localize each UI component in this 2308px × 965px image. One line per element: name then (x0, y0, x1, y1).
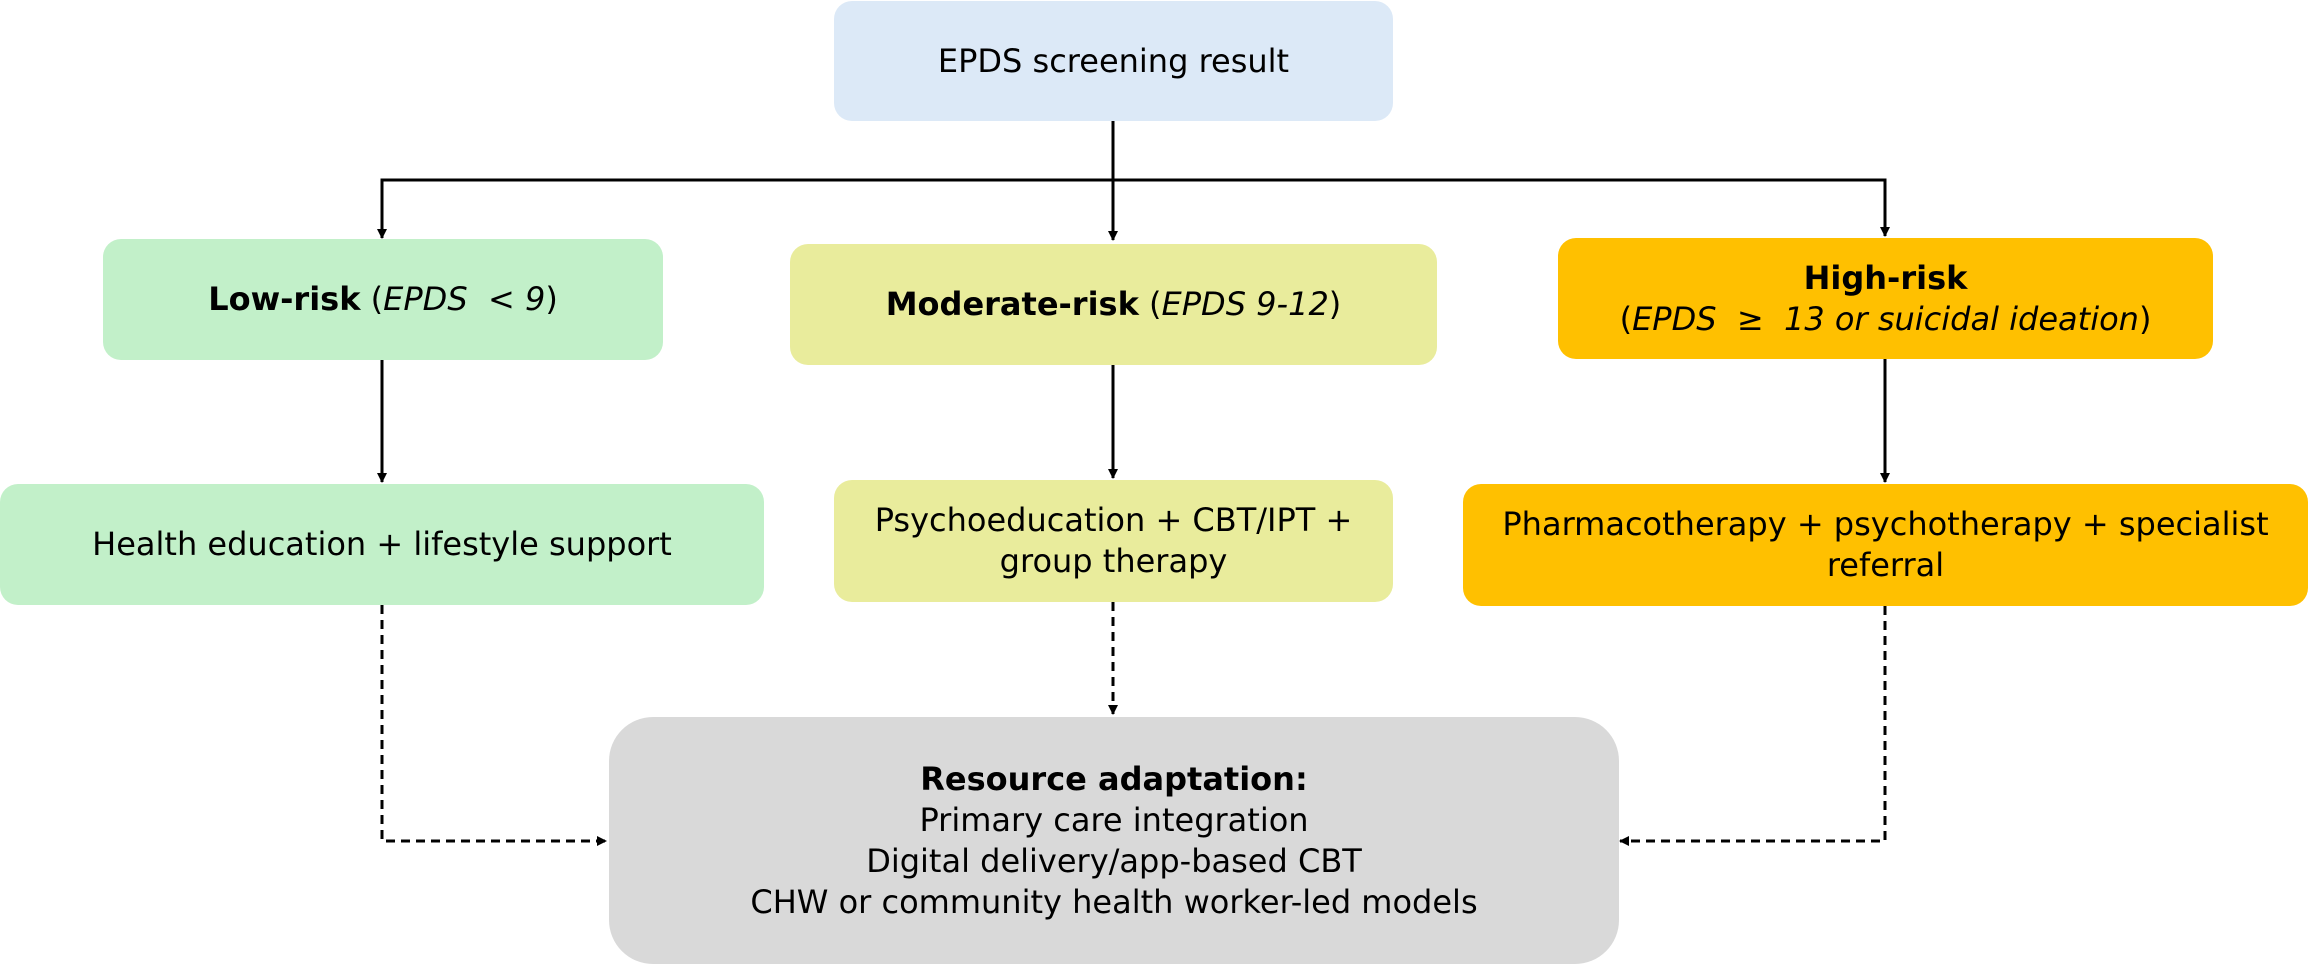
risk-moderate-paren-close: ) (1328, 285, 1342, 323)
risk-high-paren-close: ) (2138, 299, 2152, 338)
risk-high-criterion-line: (EPDS ≥ 13 or suicidal ideation) (1620, 299, 2152, 340)
branch-line-high (1113, 178, 1890, 237)
intervention-moderate-line1: Psychoeducation + CBT/IPT + (874, 501, 1353, 539)
risk-high-label: High-risk (1803, 258, 1968, 297)
resource-item-primary-care: Primary care integration (919, 800, 1309, 839)
intervention-high-line2: referral (1826, 546, 1945, 584)
dashed-line-low-to-resource (380, 605, 607, 846)
risk-moderate-label: Moderate-risk (885, 285, 1139, 323)
risk-moderate-paren-open: ( (1138, 285, 1162, 323)
resource-adaptation-title: Resource adaptation: (920, 759, 1308, 798)
risk-node-low: Low-risk (EPDS < 9) (103, 239, 663, 360)
resource-item-digital-delivery: Digital delivery/app-based CBT (866, 841, 1362, 880)
risk-low-label: Low-risk (208, 280, 361, 318)
intervention-high-line1: Pharmacotherapy + psychotherapy + specia… (1502, 505, 2269, 543)
risk-low-paren-open: ( (360, 280, 384, 318)
intervention-node-low: Health education + lifestyle support (0, 484, 764, 605)
risk-moderate-criterion: EPDS 9-12 (1161, 285, 1329, 323)
risk-high-criterion: EPDS ≥ 13 or suicidal ideation (1632, 299, 2139, 338)
risk-low-paren-close: ) (545, 280, 558, 318)
risk-node-high: High-risk (EPDS ≥ 13 or suicidal ideatio… (1558, 238, 2213, 359)
intervention-moderate-line2: group therapy (999, 542, 1228, 580)
intervention-node-high: Pharmacotherapy + psychotherapy + specia… (1463, 484, 2308, 606)
risk-high-paren-open: ( (1619, 299, 1633, 338)
branch-line-low (377, 178, 1113, 239)
resource-adaptation-node: Resource adaptation: Primary care integr… (609, 717, 1619, 964)
root-node-epds-screening: EPDS screening result (834, 1, 1393, 121)
risk-low-criterion: EPDS < 9 (383, 280, 546, 318)
dashed-line-high-to-resource (1619, 606, 1887, 846)
intervention-node-moderate: Psychoeducation + CBT/IPT + group therap… (834, 480, 1393, 602)
risk-low-text: Low-risk (EPDS < 9) (208, 279, 558, 320)
intervention-low-line1: Health education + lifestyle support (92, 525, 672, 563)
risk-node-moderate: Moderate-risk (EPDS 9-12) (790, 244, 1437, 365)
root-node-label: EPDS screening result (937, 41, 1290, 80)
resource-item-chw-models: CHW or community health worker-led model… (750, 882, 1478, 921)
risk-moderate-text: Moderate-risk (EPDS 9-12) (886, 284, 1342, 325)
